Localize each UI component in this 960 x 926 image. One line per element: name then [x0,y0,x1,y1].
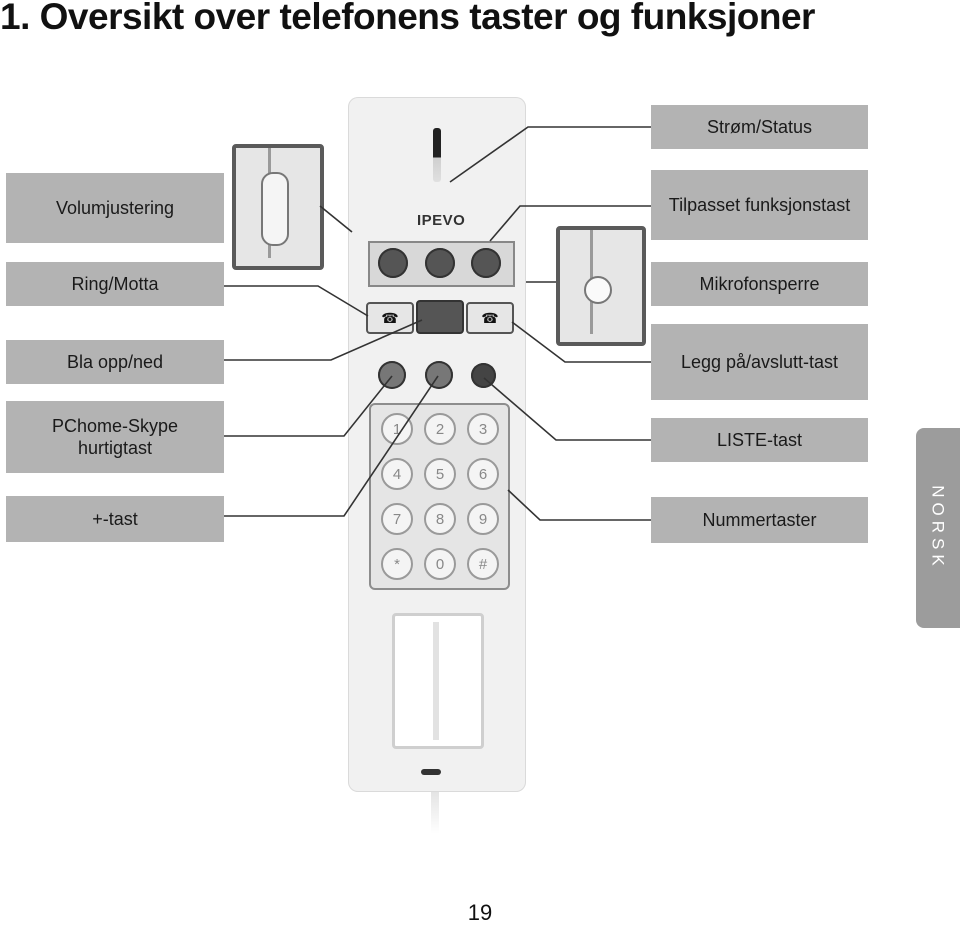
key-7[interactable]: 7 [381,503,413,535]
key-6[interactable]: 6 [467,458,499,490]
number-keypad: 1 2 3 4 5 6 7 8 9 * 0 # [369,403,510,590]
key-0[interactable]: 0 [424,548,456,580]
call-answer-button[interactable]: ☎ [366,302,414,334]
label-volumjustering: Volumjustering [6,173,224,243]
label-pchome-skype-line1: PChome-Skype [51,416,179,436]
hang-up-button[interactable]: ☎ [466,302,514,334]
label-pchome-skype-line2: hurtigtast [77,438,153,458]
phone-brand: IPEVO [417,212,466,229]
label-tilpasset-funksjonstast-text: Tilpasset funksjonstast [668,195,851,215]
key-9[interactable]: 9 [467,503,499,535]
language-tab [916,428,960,628]
label-legg-pa-text: Legg på/avslutt-tast [680,352,839,372]
cord-holder-wire [433,622,439,740]
phone-hangup-icon: ☎ [481,309,499,326]
phone-pickup-icon: ☎ [381,309,399,326]
label-pchome-skype: PChome-Skype hurtigtast [6,401,224,473]
bottom-slot [421,769,441,775]
key-3[interactable]: 3 [467,413,499,445]
label-volumjustering-text: Volumjustering [55,198,175,218]
label-strom-status-text: Strøm/Status [706,117,813,137]
key-1[interactable]: 1 [381,413,413,445]
label-nummertaster: Nummertaster [651,497,868,543]
label-ring-motta: Ring/Motta [6,262,224,306]
key-2[interactable]: 2 [424,413,456,445]
label-pluss-tast: +-tast [6,496,224,542]
key-5[interactable]: 5 [424,458,456,490]
label-nummertaster-text: Nummertaster [702,510,817,530]
volume-inset [232,144,324,270]
key-hash[interactable]: # [467,548,499,580]
function-button-row [368,241,515,287]
power-status-led [433,128,441,182]
language-tab-label-wrap: NORSK [916,428,960,628]
label-mikrofonsperre-text: Mikrofonsperre [699,274,820,294]
language-tab-label: NORSK [929,485,948,571]
scroll-up-down-button[interactable] [416,300,464,334]
key-4[interactable]: 4 [381,458,413,490]
mic-mute-inset [556,226,646,346]
page-title: 1. Oversikt over telefonens taster og fu… [0,0,815,37]
key-8[interactable]: 8 [424,503,456,535]
label-liste-tast: LISTE-tast [651,418,868,462]
volume-slider[interactable] [261,172,289,246]
label-mikrofonsperre: Mikrofonsperre [651,262,868,306]
label-liste-tast-text: LISTE-tast [716,430,803,450]
plus-key-button[interactable] [425,361,453,389]
cord-holder [392,613,484,749]
square-function-button[interactable] [471,248,501,278]
label-bla-opp-ned: Bla opp/ned [6,340,224,384]
label-bla-opp-ned-text: Bla opp/ned [66,352,164,372]
circle-function-button[interactable] [378,248,408,278]
page-number: 19 [467,900,493,925]
label-strom-status: Strøm/Status [651,105,868,149]
mic-mute-button[interactable] [584,276,612,304]
label-tilpasset-funksjonstast: Tilpasset funksjonstast [651,170,868,240]
phone-cord [431,792,439,834]
key-star[interactable]: * [381,548,413,580]
label-pluss-tast-text: +-tast [92,509,138,529]
diamond-function-button[interactable] [425,248,455,278]
label-legg-pa: Legg på/avslutt-tast [651,324,868,400]
skype-hotkey-button[interactable] [378,361,406,389]
label-ring-motta-text: Ring/Motta [71,274,159,294]
